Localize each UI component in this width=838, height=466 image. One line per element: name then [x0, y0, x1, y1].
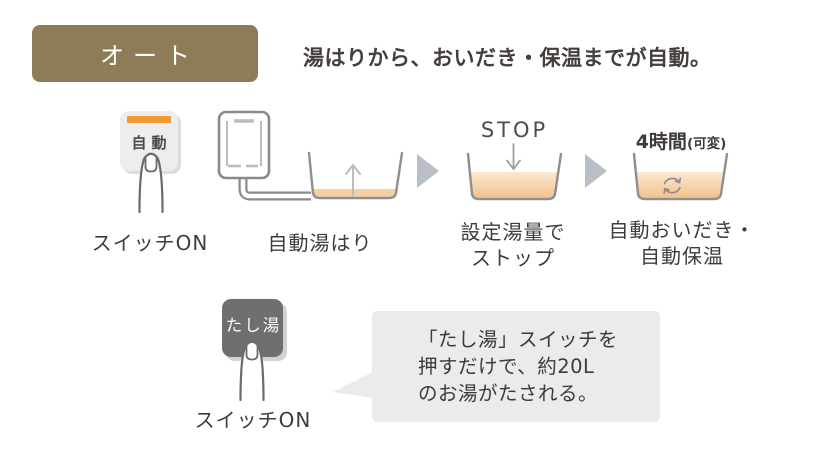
step3-caption-line2: ストップ — [471, 246, 555, 270]
step3-caption: 設定湯量で ストップ — [413, 219, 613, 271]
step1-caption: スイッチON — [91, 231, 209, 255]
step-arrow-icon — [417, 154, 439, 188]
fill-up-arrow-icon — [345, 163, 361, 197]
step2-caption: 自動湯はり — [267, 231, 373, 255]
auto-mode-badge-label: オート — [100, 42, 199, 70]
keep-warm-illustration — [632, 152, 729, 201]
finger-icon — [239, 340, 265, 401]
bottom-caption: スイッチON — [194, 408, 312, 432]
water-heater-icon — [217, 110, 271, 180]
duration-text: 4時間 — [635, 131, 687, 153]
auto-mode-badge: オート — [32, 25, 258, 82]
stop-label: STOP — [480, 118, 549, 142]
switch-indicator-bar — [127, 116, 171, 123]
step3-caption-line1: 設定湯量で — [460, 220, 566, 244]
tashiyu-switch-label: たし湯 — [225, 316, 282, 335]
keep-warm-duration-label: 4時間(可変) — [596, 127, 766, 154]
step4-caption-line2: 自動保温 — [640, 244, 724, 268]
stop-illustration — [466, 143, 563, 201]
speech-bubble: 「たし湯」スイッチを 押すだけで、約20L のお湯がたされる。 — [372, 311, 660, 422]
stop-down-arrow-icon — [506, 143, 521, 171]
step4-caption-line1: 自動おいだき・ — [608, 218, 756, 242]
step-arrow-icon — [585, 154, 607, 188]
bathtub-icon — [307, 151, 404, 200]
bubble-line: 押すだけで、約20L — [418, 355, 595, 378]
duration-note: (可変) — [686, 136, 727, 152]
speech-bubble-tail-icon — [333, 372, 373, 398]
bathtub-icon — [466, 152, 563, 201]
pipe-icon — [238, 174, 312, 201]
bubble-line: のお湯がたされる。 — [418, 382, 599, 405]
cycle-icon — [663, 177, 682, 194]
bathtub-icon — [632, 152, 729, 201]
bubble-line: 「たし湯」スイッチを — [418, 328, 619, 351]
step4-caption: 自動おいだき・ 自動保温 — [582, 217, 782, 269]
auto-fill-illustration — [217, 110, 404, 201]
headline-text: 湯はりから、おいだき・保温までが自動。 — [303, 46, 712, 70]
finger-icon — [138, 152, 164, 213]
auto-switch-label: 自動 — [131, 134, 172, 152]
